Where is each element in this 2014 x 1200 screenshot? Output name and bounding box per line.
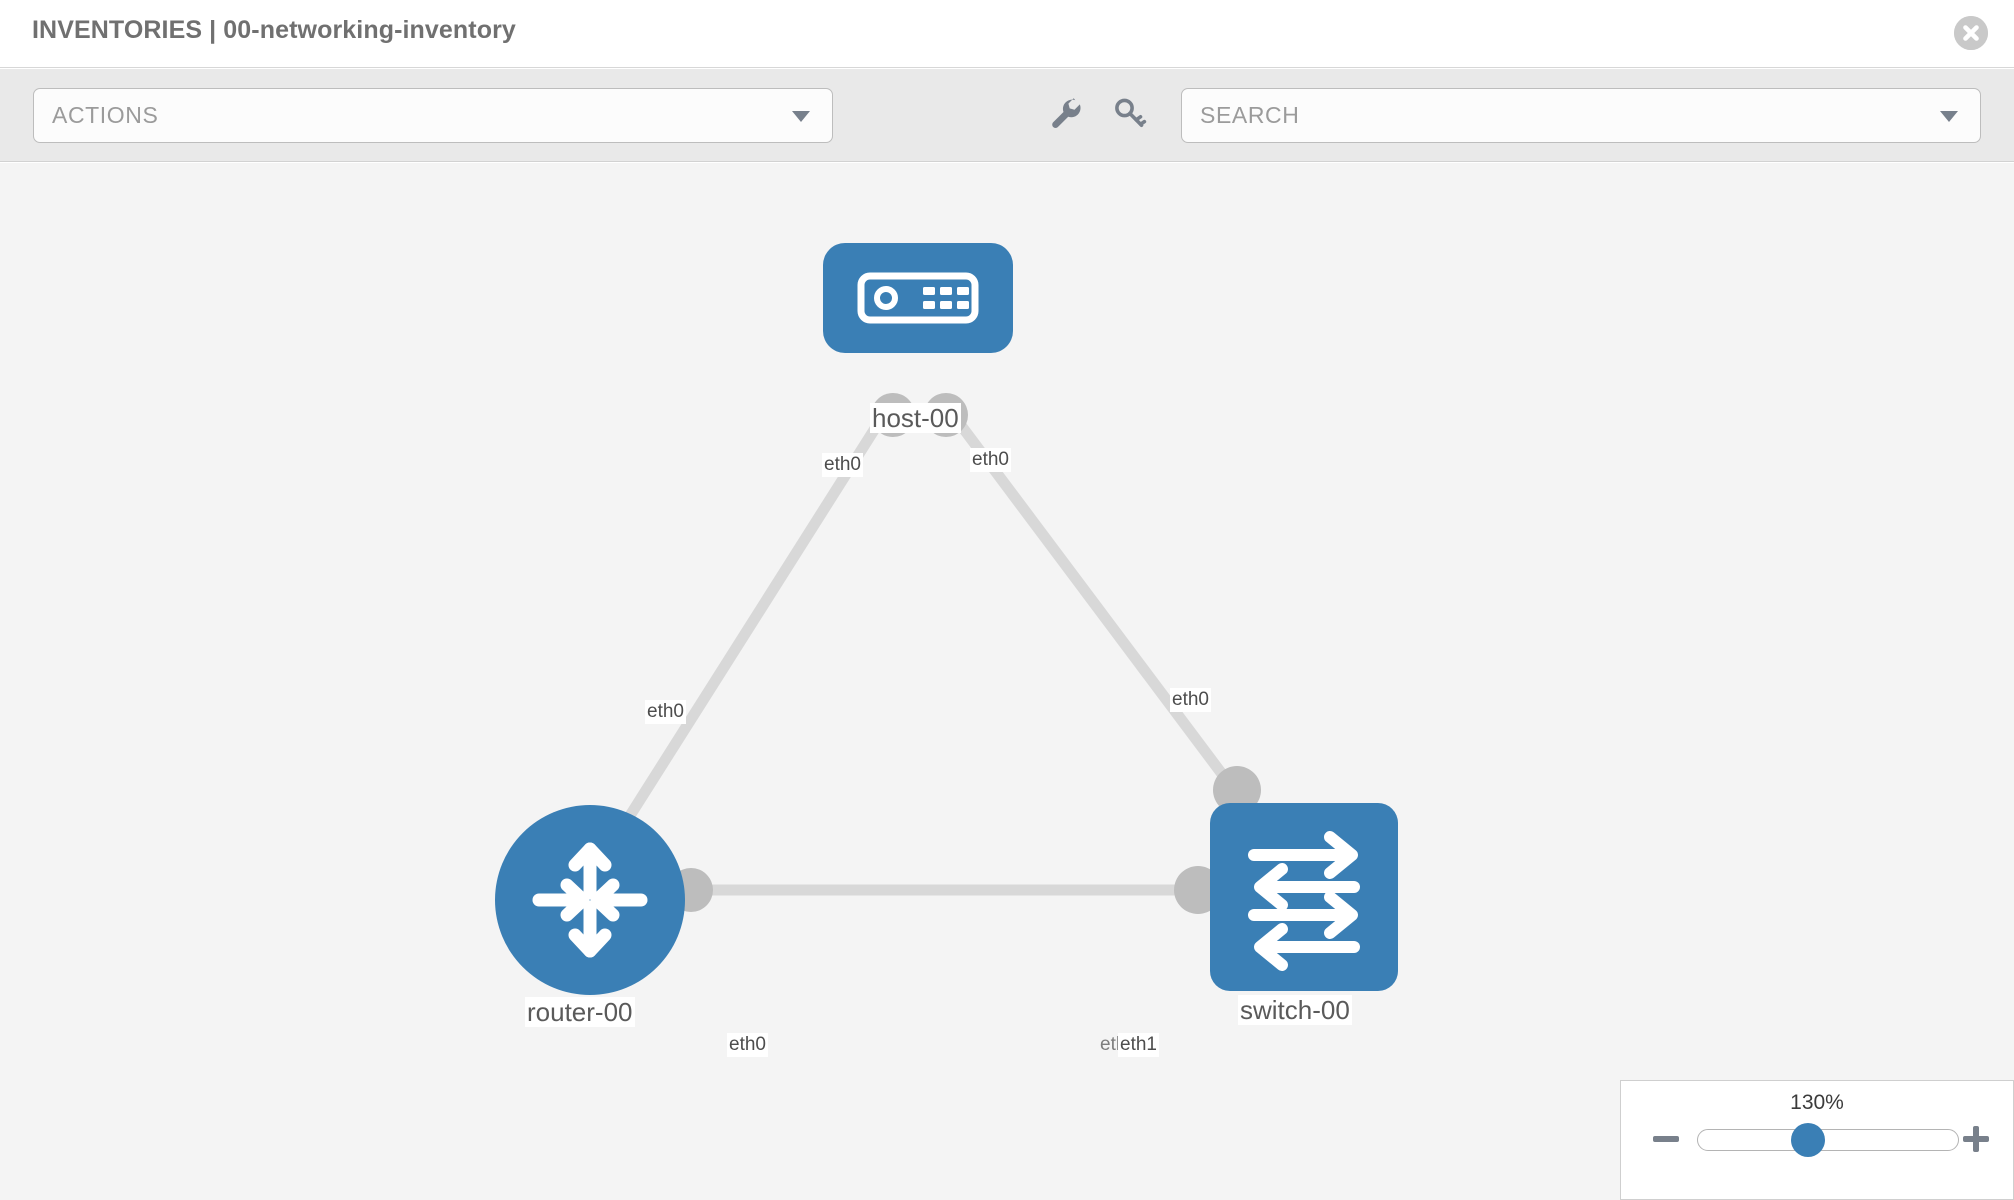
zoom-slider-thumb[interactable] — [1791, 1123, 1825, 1157]
minus-icon[interactable] — [1651, 1124, 1681, 1154]
plus-icon[interactable] — [1961, 1124, 1991, 1154]
node-switch-00-label: switch-00 — [1238, 995, 1352, 1025]
node-switch-00[interactable]: switch-00 — [1210, 803, 1405, 1033]
node-host-00-label: host-00 — [870, 403, 961, 433]
page-title: INVENTORIES | 00-networking-inventory — [32, 16, 516, 44]
node-router-00-shape[interactable] — [495, 805, 685, 995]
node-switch-00-shape[interactable] — [1210, 803, 1398, 991]
node-host-00[interactable]: host-00 — [823, 243, 1013, 433]
edge-label-host-left: eth0 — [822, 453, 863, 477]
topology-canvas[interactable]: host-00 — [0, 163, 2014, 1200]
edge-label-host-right: eth0 — [970, 448, 1011, 472]
edge-label-switch-left: eth1 — [1118, 1033, 1159, 1057]
search-placeholder: SEARCH — [1200, 102, 1300, 128]
edge-label-router-right: eth0 — [727, 1033, 768, 1057]
node-host-00-shape[interactable] — [823, 243, 1013, 353]
search-input[interactable]: SEARCH — [1181, 88, 1981, 143]
node-router-00-label: router-00 — [525, 997, 635, 1027]
edge-label-router-up: eth0 — [645, 700, 686, 724]
connector-switch-top — [1213, 766, 1261, 814]
zoom-level-value: 130% — [1790, 1091, 1844, 1114]
node-router-00[interactable]: router-00 — [495, 805, 685, 1035]
server-icon — [857, 272, 979, 324]
router-arrows-icon — [532, 842, 648, 958]
switch-arrows-icon — [1248, 831, 1360, 971]
chevron-down-icon[interactable] — [1940, 111, 1958, 122]
page-header: INVENTORIES | 00-networking-inventory — [0, 0, 2014, 68]
actions-dropdown[interactable]: ACTIONS — [33, 88, 833, 143]
chevron-down-icon — [792, 111, 810, 122]
toolbar: ACTIONS SEARCH — [0, 69, 2014, 162]
edge-label-switch-up: eth0 — [1170, 688, 1211, 712]
actions-dropdown-label: ACTIONS — [52, 102, 159, 128]
close-icon[interactable] — [1954, 16, 1988, 50]
key-icon[interactable] — [1108, 93, 1152, 137]
zoom-control-panel: 130% — [1620, 1080, 2014, 1200]
wrench-icon[interactable] — [1044, 93, 1088, 137]
zoom-slider-track[interactable] — [1697, 1129, 1959, 1151]
